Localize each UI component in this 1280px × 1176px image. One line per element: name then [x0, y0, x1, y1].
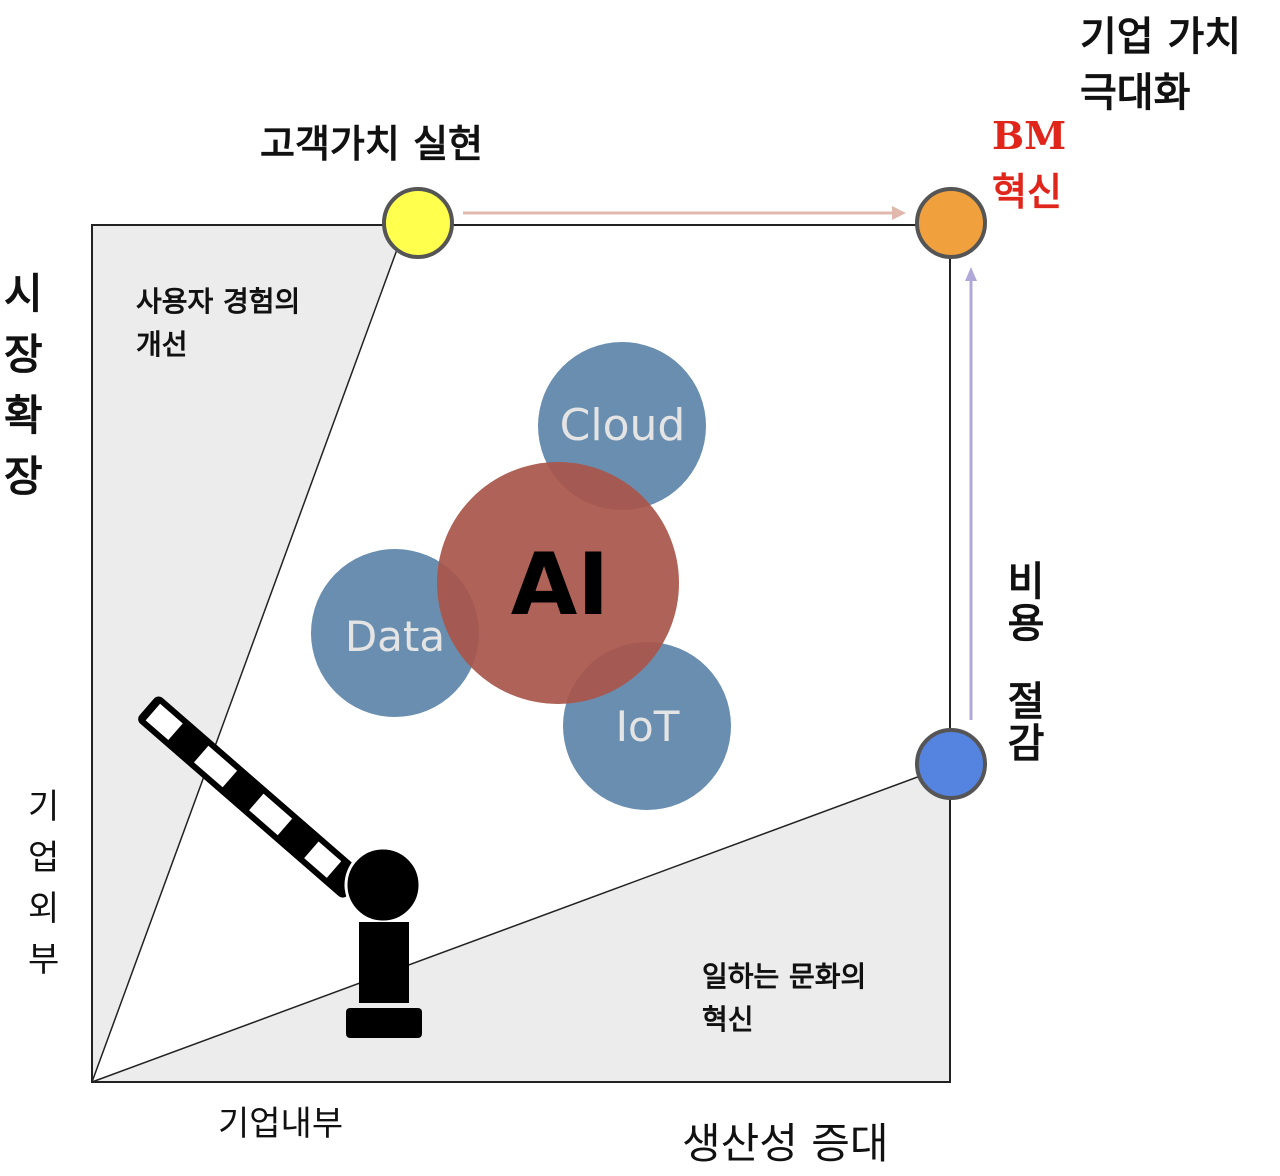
work-culture-region-label: 일하는 문화의 혁신 — [702, 960, 867, 1037]
cloud-label: Cloud — [559, 400, 686, 451]
arrow-right-icon — [463, 206, 906, 220]
node-bm-innovation — [915, 187, 987, 259]
bm-label-line1: BM — [992, 113, 1067, 158]
internal-label: 기업내부 — [218, 1104, 344, 1144]
market-expansion-label: 시 장 확 장 — [4, 269, 43, 501]
tech-cluster — [311, 342, 731, 810]
data-bubble — [311, 549, 479, 717]
robot-arm-icon — [138, 696, 422, 1038]
enterprise-value-title-line2: 극대화 — [1080, 69, 1191, 116]
bm-label-line2: 혁신 — [992, 169, 1062, 214]
ai-bubble — [437, 462, 679, 704]
customer-value-title: 고객가치 실현 — [260, 121, 483, 166]
external-label: 기 업 외 부 — [28, 787, 60, 980]
node-customer-value — [382, 187, 454, 259]
arrow-up-icon — [965, 267, 977, 720]
ai-label: AI — [510, 535, 610, 635]
iot-label: IoT — [615, 702, 680, 751]
enterprise-value-title-line1: 기업 가치 — [1080, 13, 1242, 60]
node-cost-reduction — [915, 728, 987, 800]
productivity-label: 생산성 증대 — [682, 1119, 889, 1168]
cost-reduction-label: 비용 절감 — [999, 560, 1046, 764]
user-experience-region-label: 사용자 경험의 개선 — [136, 285, 301, 362]
data-label: Data — [344, 612, 446, 661]
